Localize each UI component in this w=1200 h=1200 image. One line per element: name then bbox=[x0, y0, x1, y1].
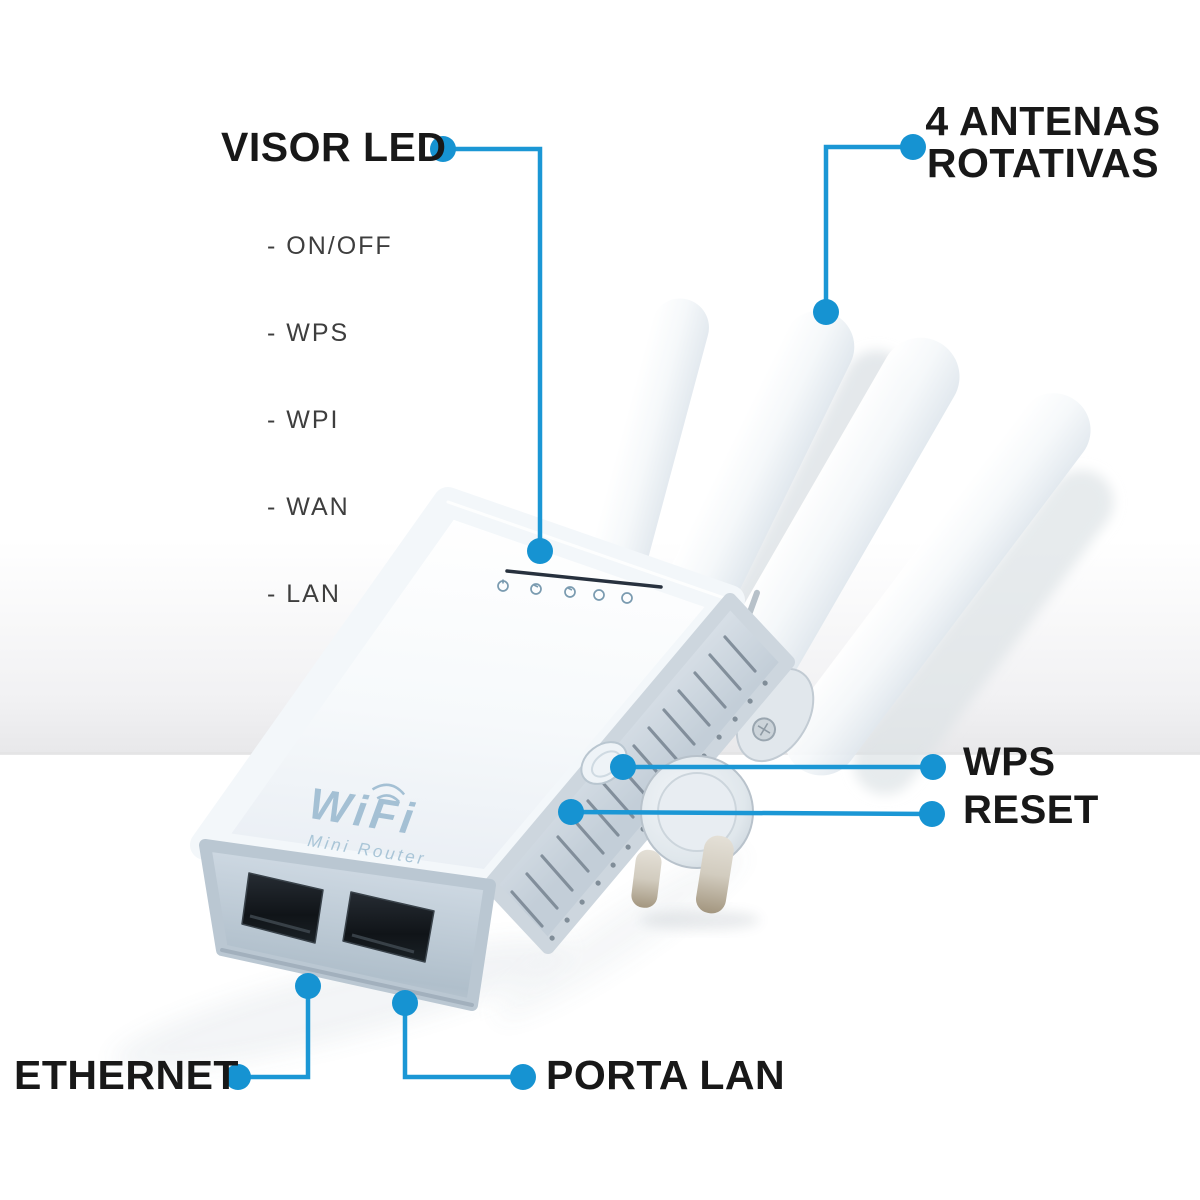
device-side-panel bbox=[483, 593, 795, 954]
callout-dot bbox=[510, 1064, 536, 1090]
list-item: - LAN bbox=[267, 580, 341, 608]
antenna bbox=[720, 337, 960, 695]
antenna bbox=[784, 393, 1091, 776]
antenna bbox=[588, 298, 709, 591]
callout-dot bbox=[295, 973, 321, 999]
porta-lan-label: PORTA LAN bbox=[546, 1052, 786, 1098]
antenna bbox=[656, 310, 855, 642]
led-icon bbox=[564, 586, 576, 598]
callout-dot bbox=[527, 538, 553, 564]
callout-dot bbox=[920, 754, 946, 780]
plug-pin bbox=[631, 849, 662, 908]
led-icon bbox=[621, 592, 633, 604]
callout-porta-lan-line bbox=[402, 1003, 523, 1080]
callout-dot bbox=[430, 136, 456, 162]
antennas-label: 4 ANTENAS ROTATIVAS bbox=[915, 100, 1171, 184]
antennas-label-line1: 4 ANTENAS bbox=[925, 98, 1161, 144]
callout-dot bbox=[558, 799, 584, 825]
wps-label: WPS bbox=[963, 740, 1056, 784]
led-indicator-strip bbox=[497, 569, 663, 604]
reset-label: RESET bbox=[963, 788, 1099, 832]
callout-dot bbox=[813, 299, 839, 325]
plug-pin bbox=[696, 835, 734, 914]
vent-grille bbox=[510, 635, 768, 941]
list-item: - WPI bbox=[267, 406, 340, 434]
list-item: - WAN bbox=[267, 493, 350, 521]
callout-dot bbox=[225, 1064, 251, 1090]
callout-reset-line bbox=[570, 809, 933, 817]
visor-led-label: VISOR LED bbox=[221, 124, 447, 170]
callout-antennas-line bbox=[823, 144, 913, 312]
callout-dot bbox=[919, 801, 945, 827]
led-icon bbox=[530, 583, 542, 595]
list-item: - ON/OFF bbox=[267, 232, 393, 260]
antenna-group bbox=[588, 298, 1091, 776]
callout-dot bbox=[900, 134, 926, 160]
ethernet-port-left bbox=[241, 872, 324, 944]
device-bottom-face bbox=[199, 839, 496, 1011]
led-icon bbox=[593, 589, 605, 601]
list-item: - WPS bbox=[267, 319, 350, 347]
callout-dot bbox=[392, 990, 418, 1016]
visor-led-list: - ON/OFF - WPS - WPI - WAN - LAN bbox=[267, 174, 393, 667]
ethernet-label: ETHERNET bbox=[14, 1052, 239, 1098]
antennas-label-line2: ROTATIVAS bbox=[926, 140, 1160, 186]
ethernet-port-right bbox=[342, 891, 435, 963]
callout-ethernet-line bbox=[238, 986, 311, 1080]
callout-dot bbox=[610, 754, 636, 780]
callout-visor-led-line bbox=[443, 146, 543, 551]
